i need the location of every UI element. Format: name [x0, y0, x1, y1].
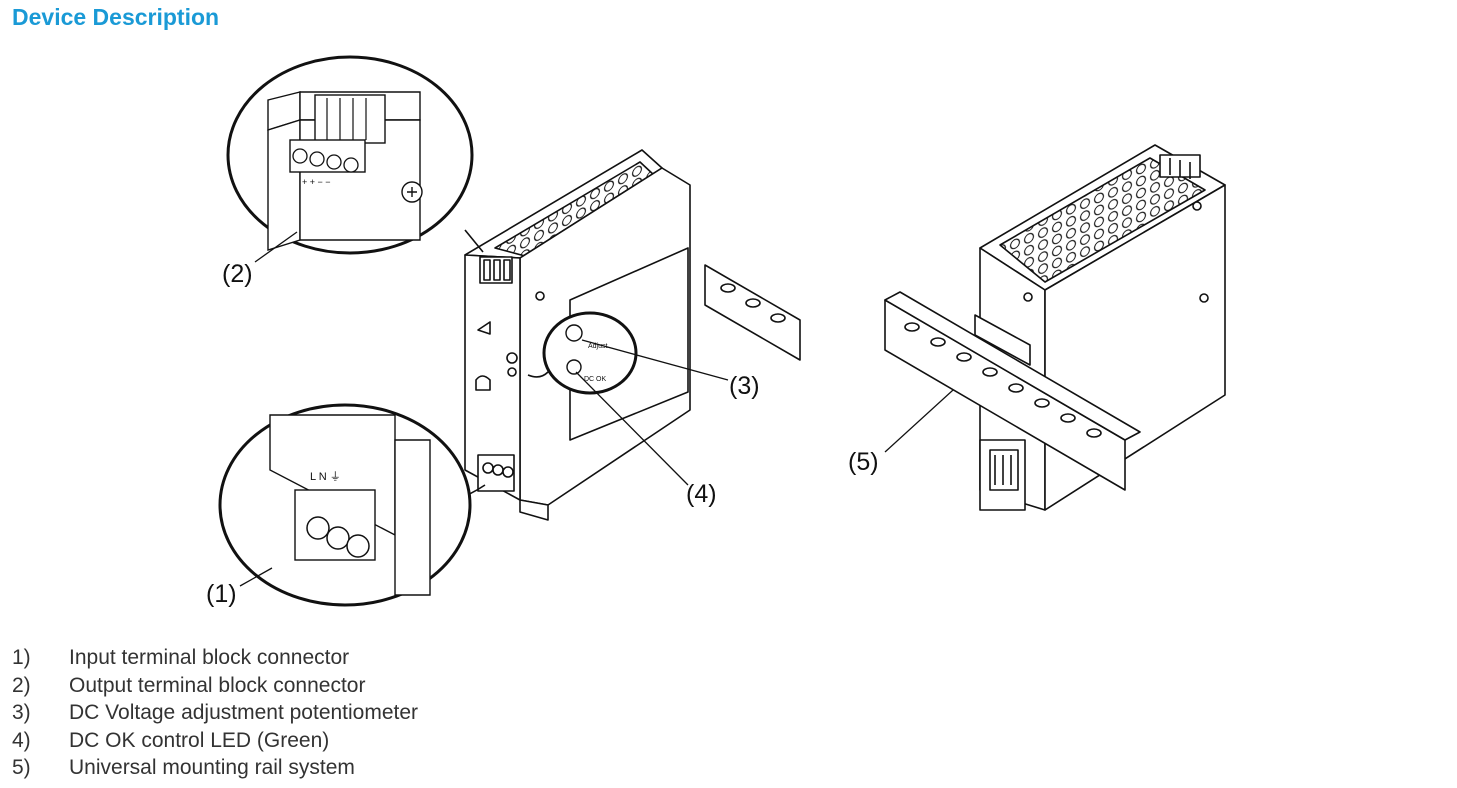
list-number: 4) [12, 728, 31, 752]
callout-3: (3) [729, 372, 760, 400]
list-item: 4) DC OK control LED (Green) [12, 727, 418, 755]
list-text: DC Voltage adjustment potentiometer [69, 701, 419, 725]
list-number: 5) [12, 756, 31, 780]
list-text: Input terminal block connector [69, 646, 350, 669]
page-title: Device Description [12, 4, 220, 30]
device-illustration: + + − − L N ⏚ Adjust DC OK [206, 55, 1226, 608]
list-number: 1) [12, 646, 31, 669]
callout-2: (2) [222, 260, 253, 288]
zoom-circle-input: L N ⏚ [218, 403, 486, 607]
led-label: DC OK [584, 376, 607, 383]
zoom-circle-output: + + − − [226, 55, 484, 255]
input-pin-labels: L N ⏚ [310, 470, 341, 483]
list-text: Universal mounting rail system [69, 756, 355, 780]
output-pin-labels: + + − − [302, 177, 331, 187]
callout-4: (4) [686, 480, 717, 508]
list-number: 3) [12, 701, 31, 725]
callout-1: (1) [206, 580, 237, 608]
list-item: 3) DC Voltage adjustment potentiometer [12, 699, 418, 727]
zoom-circle-controls: Adjust DC OK [527, 311, 638, 395]
legend-list: 1) Input terminal block connector 2) Outpu… [12, 644, 418, 782]
pot-label: Adjust [588, 343, 608, 350]
list-item: 2) Output terminal block connector [12, 672, 418, 700]
power-supply-rear-view [884, 144, 1226, 511]
list-text: Output terminal block connector [69, 673, 366, 697]
list-number: 2) [12, 673, 31, 697]
list-text: DC OK control LED (Green) [69, 728, 330, 752]
callout-5: (5) [848, 448, 879, 476]
list-item: 1) Input terminal block connector [12, 644, 418, 672]
list-item: 5) Universal mounting rail system [12, 754, 418, 782]
